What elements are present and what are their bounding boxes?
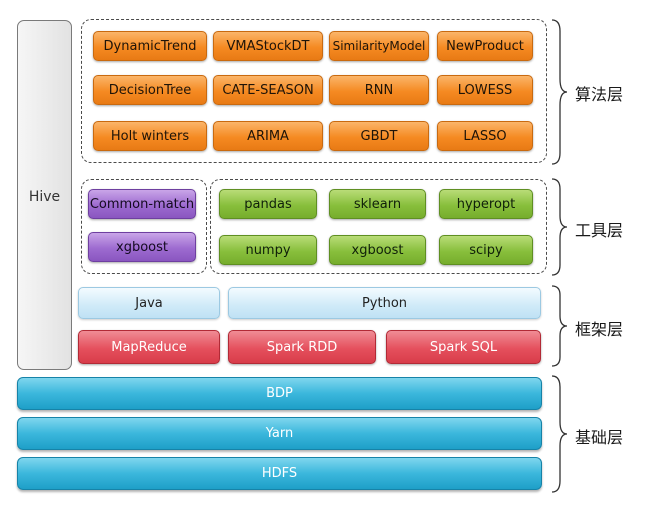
algorithm-item: RNN <box>329 75 429 105</box>
base-item: HDFS <box>17 457 542 490</box>
base-item: BDP <box>17 377 542 410</box>
tool-item-green: xgboost <box>329 235 426 265</box>
framework-layer-label: 框架层 <box>575 320 624 339</box>
tool-layer-brace <box>551 178 568 276</box>
tool-green-group <box>210 179 547 274</box>
tool-item-purple: Common-match <box>88 189 196 219</box>
algorithm-item: ARIMA <box>213 121 323 151</box>
base-item: Yarn <box>17 417 542 450</box>
algorithm-item: SimilarityModel <box>329 31 429 61</box>
tool-item-green: scipy <box>439 235 533 265</box>
base-layer-brace <box>551 375 568 493</box>
algorithm-layer-brace <box>551 19 568 165</box>
algorithm-item: LASSO <box>437 121 533 151</box>
algorithm-item: Holt winters <box>93 121 207 151</box>
hive-label: Hive <box>28 189 61 205</box>
tool-item-green: pandas <box>219 189 317 219</box>
framework-engine-item: MapReduce <box>78 330 220 364</box>
tool-layer-label: 工具层 <box>575 221 624 240</box>
framework-engine-item: Spark RDD <box>228 330 376 364</box>
tool-purple-group <box>81 179 207 274</box>
algorithm-layer-group <box>81 19 547 163</box>
framework-layer-brace <box>551 285 568 367</box>
algorithm-item: NewProduct <box>437 31 533 61</box>
framework-language-item: Python <box>228 287 541 319</box>
algorithm-item: DynamicTrend <box>93 31 207 61</box>
framework-engine-item: Spark SQL <box>386 330 541 364</box>
tool-item-green: numpy <box>219 235 317 265</box>
tool-item-green: sklearn <box>329 189 426 219</box>
tool-item-green: hyperopt <box>439 189 533 219</box>
framework-language-item: Java <box>78 287 220 319</box>
algorithm-item: GBDT <box>329 121 429 151</box>
algorithm-item: LOWESS <box>437 75 533 105</box>
hive-bar: Hive <box>17 20 72 370</box>
algorithm-layer-label: 算法层 <box>575 85 624 104</box>
algorithm-item: DecisionTree <box>93 75 207 105</box>
algorithm-item: CATE-SEASON <box>213 75 323 105</box>
tool-item-purple: xgboost <box>88 232 196 262</box>
base-layer-label: 基础层 <box>575 428 624 447</box>
algorithm-item: VMAStockDT <box>213 31 323 61</box>
